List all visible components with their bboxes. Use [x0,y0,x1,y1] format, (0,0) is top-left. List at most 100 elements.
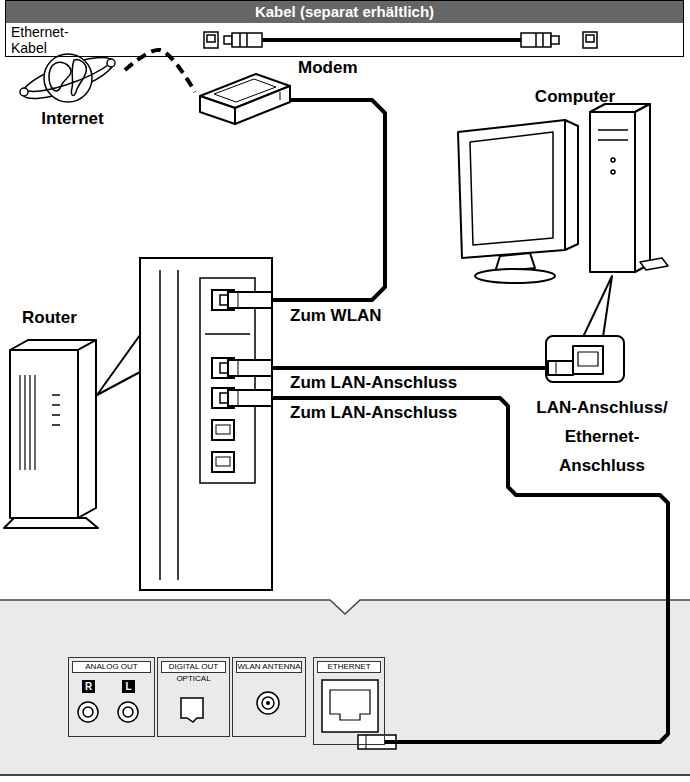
computer-illustration-part [640,258,668,270]
lan-port-callout-part [556,361,557,375]
digital-out-section: DIGITAL OUTOPTICAL [157,657,230,737]
panel-label: WLAN ANTENNA [236,661,302,673]
ethernet-cable-part [586,35,594,42]
modem-device-part [280,92,281,100]
modem-device-part [214,79,276,102]
computer-node: Computer [455,85,670,305]
router-port-panel-part [238,360,239,376]
lan-port-callout [545,276,625,383]
node-label: Internet [20,109,125,129]
rear-panel-part [118,702,138,722]
rear-panel-part [123,707,133,717]
rear-panel-part [0,600,690,614]
computer-illustration-part [590,112,635,272]
port-label: LAN-Anschluss/ Ethernet- Anschluss [532,393,672,480]
internet-node: Internet [20,45,125,130]
connection-label: Zum WLAN [290,306,382,326]
computer-illustration-part [598,139,628,141]
router-device-part [10,350,78,518]
computer-illustration-part [475,269,555,283]
internet-globe-part [107,59,115,67]
ethernet-cable-part [204,32,218,48]
panel-label: OPTICAL [158,674,229,684]
router-device [4,335,140,528]
router-port-panel-part [238,292,239,308]
node-label: Router [22,308,77,328]
computer-illustration-part [598,129,628,131]
router-device-part [4,518,98,528]
ethernet-cable-part [535,33,537,47]
ethernet-section: ETHERNET [313,657,385,745]
router-port-panel-part [177,270,179,580]
node-label: Computer [520,87,630,107]
lan-port-callout-part [578,352,598,366]
rear-panel-part [83,707,93,717]
lan-port-callout-part [548,361,573,375]
lan-port-callout-part [545,335,625,383]
router-port-panel-part [220,295,228,305]
channel-label: L [122,680,135,693]
ethernet-cable-line [272,398,668,742]
router-device-part [52,394,60,396]
lan-port-callout-part [583,276,612,337]
internet-globe-part [18,49,117,106]
lan-port-box: LAN-Anschluss/ Ethernet- Anschluss [545,335,625,383]
analog-out-section: ANALOG OUT R L [68,657,155,737]
rear-panel-part [262,697,274,709]
ethernet-cable-part [521,33,551,47]
channel-label: R [82,680,95,693]
computer-illustration-part [470,132,553,245]
computer-illustration-part [565,120,578,250]
ethernet-cable-part [551,36,559,44]
router-device-part [19,375,20,470]
router-port-panel-part [220,393,228,403]
internet-globe [18,49,117,106]
router-device-part [34,375,35,470]
internet-globe-part [24,62,112,91]
router-port-panel-part [238,390,239,406]
ethernet-cable-part [583,32,597,48]
wlan-antenna-section: WLAN ANTENNA [232,657,306,737]
router-port-panel-part [212,420,234,440]
ethernet-cable-part [262,38,521,42]
panel-label: DIGITAL OUT [161,661,226,673]
computer-illustration [458,104,668,283]
panel-label: ANALOG OUT [72,661,151,673]
router-device-part [52,424,60,426]
router-device-part [52,404,60,406]
router-port-panel-part [228,390,272,406]
node-label: Modem [298,58,358,78]
rear-panel-part [322,680,378,732]
computer-illustration-part [611,170,615,174]
router-port-panel-part [159,270,161,580]
connection-label: Zum LAN-Anschluss [290,403,457,423]
modem-node: Modem [195,70,290,130]
connection-label: Zum LAN-Anschluss [290,373,457,393]
rear-panel [0,600,690,775]
rear-panel-part [366,735,367,749]
router-port-panel-part [205,333,250,335]
rear-panel-part [257,692,279,714]
router-device-part [24,375,25,470]
router-port-panel-part [212,452,234,472]
ethernet-cable-line [272,366,545,370]
router-device-part [97,335,140,395]
rear-panel-part [181,698,203,722]
router-port-panel-part [216,457,230,466]
rear-panel-part [78,702,98,722]
modem-device [200,74,290,124]
router-port-panel-part [140,258,272,590]
computer-illustration-part [611,158,615,162]
router-device-part [78,340,96,518]
ethernet-cable-line [272,100,385,300]
lan-port-callout-part [573,346,603,374]
router-port-panel-part [228,292,272,308]
router-node: Router [0,258,272,590]
rear-panel-part [0,600,690,775]
computer-illustration-part [458,120,565,258]
router-device-part [29,375,30,470]
ethernet-cable-part [239,33,241,47]
ethernet-cable-part [232,33,262,47]
panel-label: ETHERNET [317,661,381,673]
